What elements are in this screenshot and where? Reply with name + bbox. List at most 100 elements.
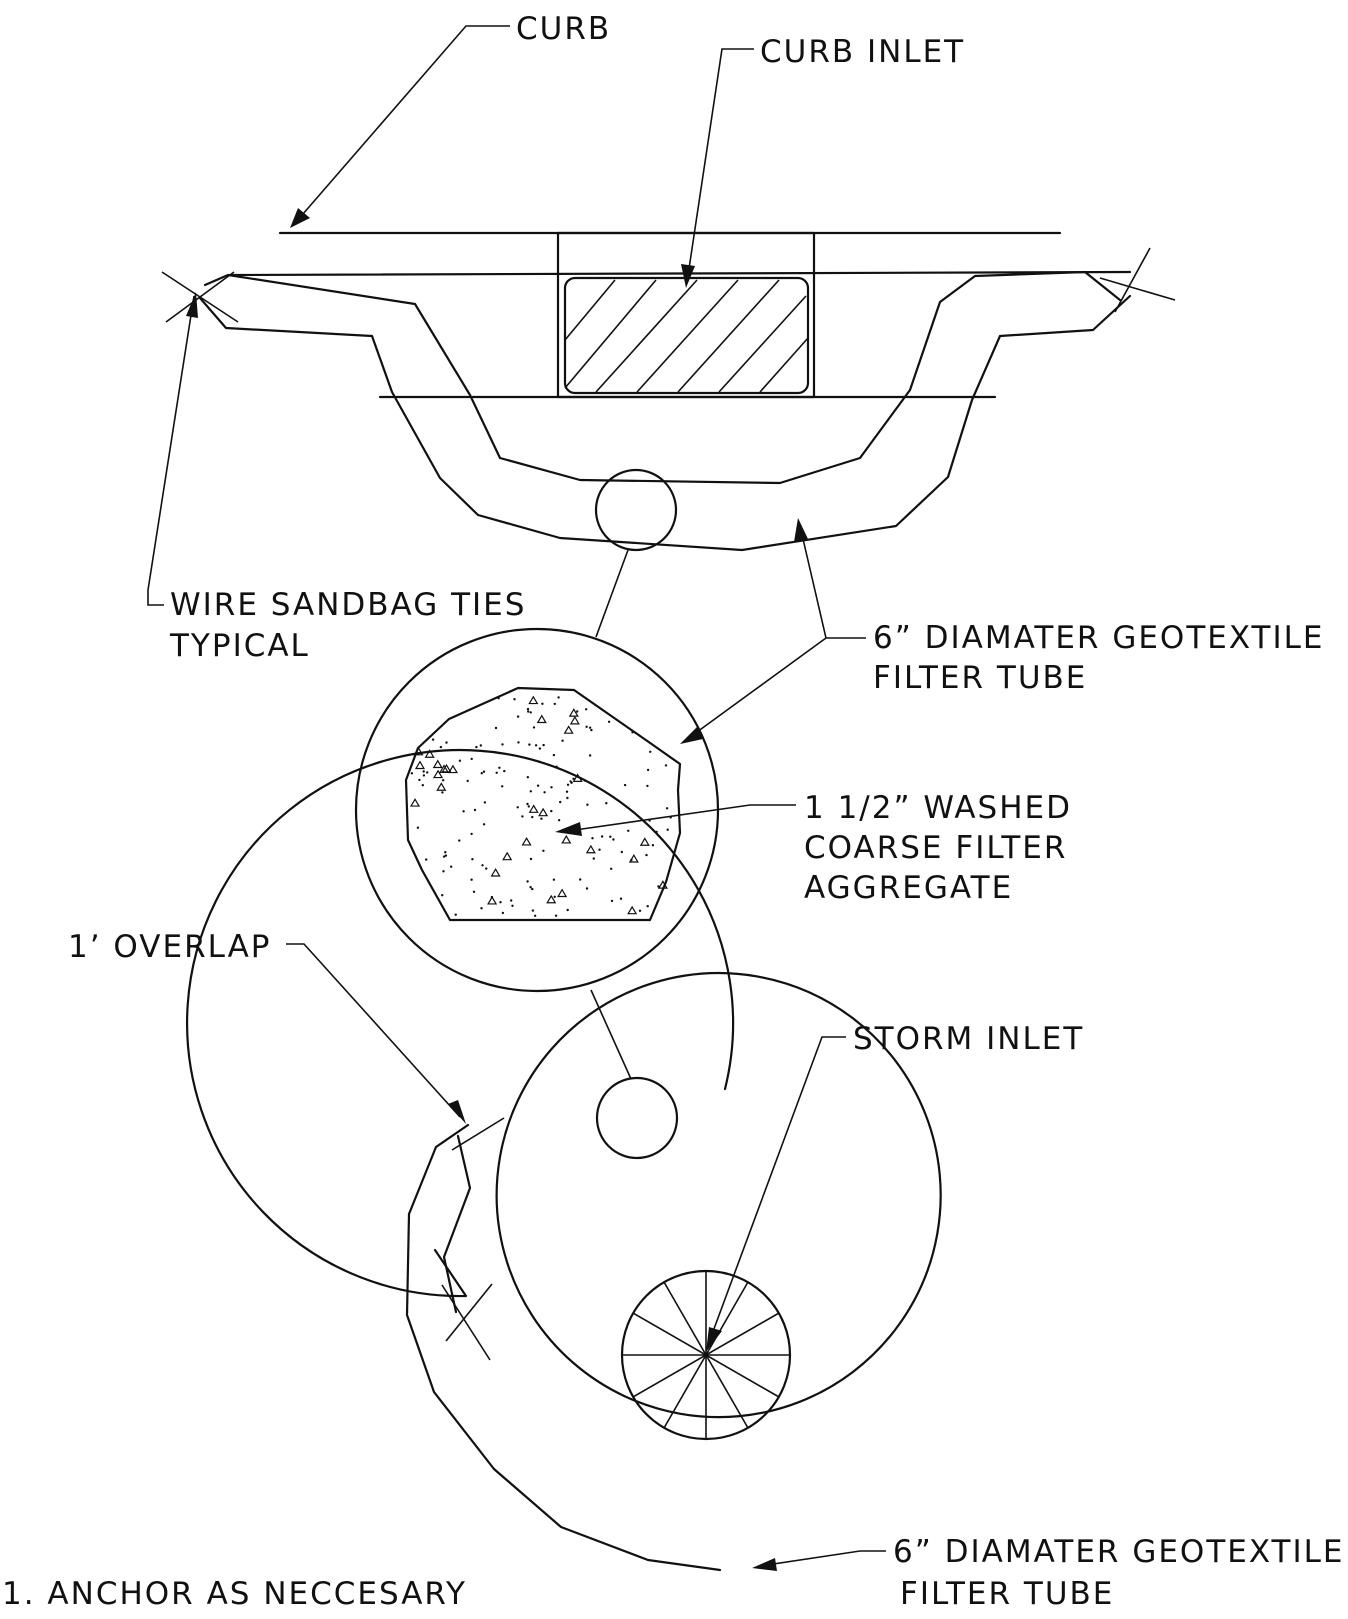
aggregate-dot <box>649 750 652 753</box>
aggregate-dot <box>585 887 589 890</box>
aggregate-stone <box>432 759 443 769</box>
aggregate-dot <box>494 726 498 730</box>
aggregate-dot <box>607 720 611 723</box>
aggregate-dot <box>426 771 429 774</box>
aggregate-dot <box>585 725 588 728</box>
aggregate-stone <box>563 725 574 734</box>
tube-detail-callout-circle-bottom <box>595 1076 679 1160</box>
aggregate-stone <box>414 760 426 770</box>
aggregate-dot <box>536 784 540 787</box>
aggregate-stone <box>409 798 421 807</box>
aggregate-dot <box>480 772 483 775</box>
aggregate-dot <box>554 914 558 917</box>
aggregate-dot <box>418 778 421 782</box>
aggregate-dot <box>627 829 630 832</box>
aggregate-dot <box>646 768 650 772</box>
wire-ties-label-group: WIRE SANDBAG TIES TYPICAL <box>147 292 524 664</box>
aggregate-dot <box>591 837 594 840</box>
tube-bottom-label-line1: 6” DIAMATER GEOTEXTILE <box>893 1534 1344 1570</box>
gutter-line <box>228 270 1132 277</box>
aggregate-dot <box>561 739 564 742</box>
aggregate-dot <box>566 908 569 912</box>
aggregate-stone <box>657 880 668 889</box>
aggregate-dot <box>425 858 428 861</box>
aggregate-dot <box>499 901 502 904</box>
aggregate-dot <box>482 770 486 773</box>
aggregate-label-line2: COARSE FILTER <box>804 830 1067 866</box>
aggregate-dot <box>620 850 623 854</box>
aggregate-dot <box>529 857 533 861</box>
aggregate-dot <box>550 786 553 789</box>
aggregate-dot <box>542 849 545 852</box>
aggregate-dot <box>450 865 453 868</box>
aggregate-stone <box>569 715 580 725</box>
aggregate-dot <box>529 790 532 793</box>
aggregate-dot <box>444 851 447 854</box>
aggregate-stone <box>487 895 498 905</box>
tube-bottom-label-group: 6” DIAMATER GEOTEXTILE FILTER TUBE <box>752 1534 1344 1612</box>
aggregate-dot <box>526 707 530 711</box>
aggregate-dot <box>645 853 648 857</box>
aggregate-dot <box>521 815 524 818</box>
aggregate-stone <box>413 746 424 756</box>
aggregate-dot <box>501 743 504 746</box>
aggregate-dot <box>612 838 615 841</box>
aggregate-dot <box>526 880 529 883</box>
aggregate-dot <box>588 754 592 757</box>
overlap-tie-bottom <box>445 1283 493 1342</box>
aggregate-dot <box>503 769 506 773</box>
aggregate-dot <box>497 697 500 700</box>
curb-inlet-arrowhead <box>681 264 695 288</box>
aggregate-dot <box>471 858 474 861</box>
tube-overlap-end <box>405 1123 722 1572</box>
aggregate-dot <box>470 878 473 881</box>
aggregate-dot <box>651 844 655 847</box>
aggregate-dot <box>442 779 445 782</box>
aggregate-dot <box>542 743 545 747</box>
aggregate-dot <box>439 745 443 749</box>
aggregate-dot <box>592 857 595 860</box>
wire-tie-right <box>1099 247 1176 313</box>
aggregate-dot <box>472 890 476 893</box>
aggregate-label-group: 1 1/2” WASHED COARSE FILTER AGGREGATE <box>555 790 1070 906</box>
aggregate-dot <box>538 747 542 750</box>
aggregate-stone <box>528 804 539 813</box>
aggregate-dot <box>590 728 593 732</box>
aggregate-dot <box>528 743 531 746</box>
aggregate-dot <box>422 774 426 777</box>
aggregate-dot <box>444 854 448 857</box>
aggregate-dot <box>572 777 575 780</box>
curb-inlet-plan <box>161 231 1176 552</box>
aggregate-dot <box>431 738 435 741</box>
curb-label-group: CURB <box>290 11 609 228</box>
aggregate-stone <box>628 854 639 863</box>
aggregate-stone <box>568 708 579 717</box>
aggregate-dot <box>482 823 486 826</box>
aggregate-dot <box>557 696 560 699</box>
aggregate-stone <box>439 764 450 773</box>
storm-inlet-spokes <box>622 1271 790 1439</box>
aggregate-dot <box>605 802 608 805</box>
aggregate-dot <box>638 909 642 912</box>
aggregate-dot <box>495 771 498 774</box>
aggregate-dot <box>511 904 514 907</box>
tube-around-storm-inlet-inner <box>495 972 942 1419</box>
tube-bottom-label-line2: FILTER TUBE <box>900 1576 1114 1612</box>
aggregate-dot <box>576 710 579 713</box>
curb-inlet-label-group: CURB INLET <box>681 34 963 288</box>
tube-top-label-group: 6” DIAMATER GEOTEXTILE FILTER TUBE <box>680 518 1322 744</box>
aggregate-stone <box>521 836 532 846</box>
tube-overlap-inner <box>442 1134 472 1314</box>
storm-inlet-label: STORM INLET <box>853 1021 1084 1057</box>
aggregate-stone <box>546 894 557 904</box>
aggregate-dot <box>422 770 425 773</box>
aggregate-dot <box>531 887 534 891</box>
aggregate-dot <box>646 784 649 788</box>
aggregate-dot <box>454 913 457 916</box>
aggregate-stone <box>424 749 435 758</box>
wire-ties-arrowhead <box>186 292 198 318</box>
aggregate-dot <box>534 744 538 747</box>
aggregate-dot <box>516 806 519 809</box>
aggregate-arrowhead <box>555 822 582 836</box>
aggregate-dot <box>619 897 623 900</box>
